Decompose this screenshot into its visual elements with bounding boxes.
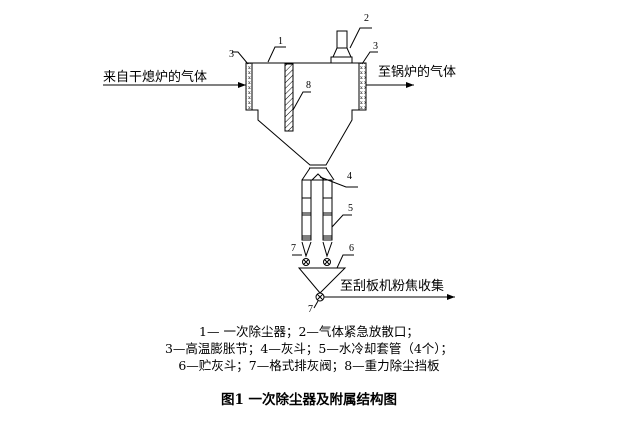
legend-line-2: 3—高温膨胀节；4—灰斗；5—水冷却套管（4个）； <box>164 341 454 356</box>
part-number-5: 5 <box>348 203 353 214</box>
emergency-vent <box>330 30 353 64</box>
part-number-4: 4 <box>347 171 352 182</box>
expansion-joint-left <box>245 62 253 111</box>
ash-hopper-legs <box>301 167 335 266</box>
part-number-6: 6 <box>349 243 354 254</box>
part-number-1: 1 <box>278 36 283 47</box>
storage-hopper <box>297 267 347 302</box>
baffle-plate <box>284 63 294 132</box>
expansion-joint-right <box>358 62 367 111</box>
legend-line-3: 6—贮灰斗；7—格式排灰阀；8—重力除尘挡板 <box>178 358 440 373</box>
discharge-label: 至刮板机粉焦收集 <box>340 279 445 294</box>
part-number-3-left: 3 <box>229 49 234 60</box>
figure-caption: 图1 一次除尘器及附属结构图 <box>220 392 398 408</box>
inlet-label: 来自干熄炉的气体 <box>103 70 208 85</box>
outlet-label: 至锅炉的气体 <box>378 65 457 80</box>
part-number-3-right: 3 <box>373 41 378 52</box>
leader-lines <box>232 27 378 309</box>
part-number-7-upper: 7 <box>291 243 296 254</box>
part-number-8: 8 <box>306 80 311 91</box>
legend-line-1: 1— 一次除尘器；2—气体紧急放散口； <box>199 324 419 339</box>
part-number-2: 2 <box>364 13 369 24</box>
part-number-7-lower: 7 <box>308 304 313 315</box>
main-chamber <box>252 62 359 169</box>
